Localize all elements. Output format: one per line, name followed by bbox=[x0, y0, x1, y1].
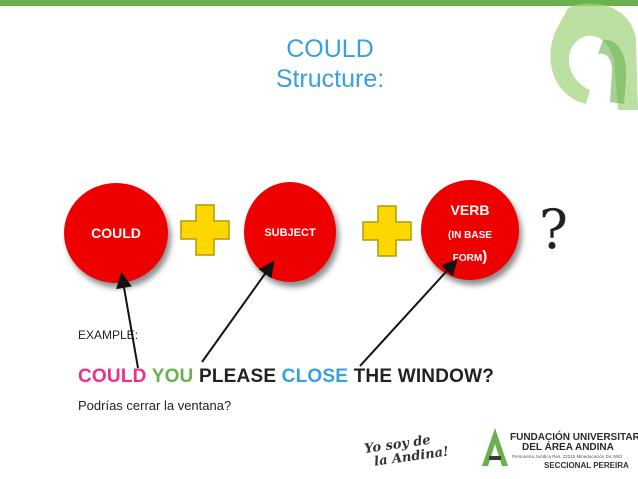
plus-icon bbox=[362, 205, 412, 257]
verb-close-paren: ) bbox=[482, 248, 488, 265]
title-line-1: COULD bbox=[286, 35, 374, 63]
top-accent-bar bbox=[0, 0, 638, 6]
subject-circle-label: SUBJECT bbox=[264, 227, 316, 239]
verb-circle: VERB (IN BASE FORM) bbox=[421, 180, 519, 280]
word-could: COULD bbox=[78, 366, 147, 387]
word-you: YOU bbox=[151, 366, 194, 387]
org-legal-note: Personería Jurídica Res. 22215 Mineducac… bbox=[512, 454, 623, 459]
org-name-line-1: FUNDACIÓN UNIVERSITARIA bbox=[510, 432, 638, 443]
slide-title: COULD Structure: bbox=[200, 34, 460, 94]
title-line-2: Structure: bbox=[275, 65, 385, 93]
word-please: PLEASE bbox=[198, 366, 277, 387]
verb-form-text: FORM bbox=[452, 253, 483, 264]
word-close: CLOSE bbox=[281, 366, 349, 387]
word-the-window: THE WINDOW? bbox=[353, 366, 495, 387]
org-branch: SECCIONAL PEREIRA bbox=[544, 461, 629, 470]
subject-circle: SUBJECT bbox=[244, 182, 336, 282]
question-mark: ? bbox=[539, 198, 568, 261]
slogan: Yo soy de la Andina! bbox=[363, 429, 467, 471]
plus-icon bbox=[180, 204, 230, 256]
verb-sublabel-1: (IN BASE bbox=[448, 230, 492, 241]
institution-logo: FUNDACIÓN UNIVERSITARIA DEL ÁREA ANDINA … bbox=[480, 424, 638, 476]
verb-sublabel-2: FORM) bbox=[421, 248, 519, 265]
org-name-line-2: DEL ÁREA ANDINA bbox=[522, 442, 614, 453]
example-label: EXAMPLE: bbox=[78, 328, 139, 342]
brand-watermark-icon bbox=[550, 3, 638, 111]
example-sentence: COULD YOU PLEASE CLOSE THE WINDOW? bbox=[78, 366, 494, 388]
arrow-to-verb bbox=[359, 259, 458, 367]
verb-label: VERB bbox=[450, 202, 490, 218]
arrow-to-could bbox=[116, 272, 139, 369]
andina-logo-icon bbox=[482, 428, 508, 466]
arrow-to-subject bbox=[201, 260, 275, 363]
could-circle-label: COULD bbox=[91, 225, 141, 241]
example-translation: Podrías cerrar la ventana? bbox=[78, 398, 232, 413]
could-circle: COULD bbox=[64, 183, 168, 283]
